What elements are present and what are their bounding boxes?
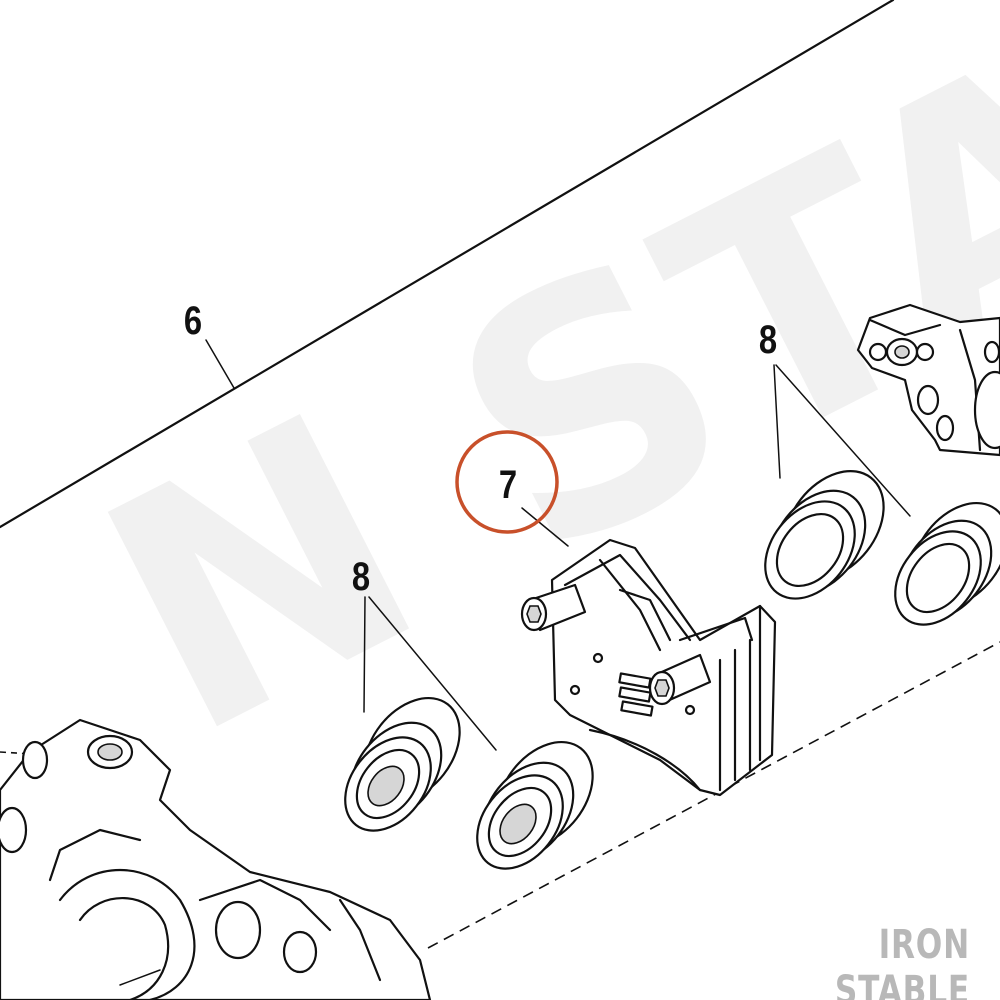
leader-7	[521, 507, 569, 547]
callout-8-left: 8	[352, 554, 370, 599]
leader-8a-2	[368, 596, 497, 751]
callout-6: 6	[184, 298, 202, 343]
leader-8a-1	[363, 596, 366, 713]
leader-6	[205, 339, 235, 389]
leader-8b-2	[775, 364, 911, 517]
watermark: N STAB	[51, 0, 1000, 809]
piston-1	[344, 696, 461, 832]
piston-4	[894, 501, 1000, 626]
caliper-housing-right	[856, 303, 1000, 457]
watermark-text: N STAB	[51, 0, 1000, 809]
caliper-housing-left	[0, 718, 432, 1000]
brand-logo-text: IRON STABLE	[834, 922, 970, 1000]
dashed-axis-line	[427, 641, 1000, 949]
brake-pad-assembly	[520, 538, 777, 797]
piston-3	[764, 470, 885, 600]
callout-8-right: 8	[759, 317, 777, 362]
piston-2	[476, 740, 594, 870]
highlight-ring	[455, 430, 559, 534]
pad-pin-bolt-lower	[648, 653, 712, 706]
callout-7: 7	[499, 462, 517, 507]
leader-8b-1	[773, 364, 781, 479]
pad-pin-bolt-upper	[520, 583, 587, 632]
assembly-boundary-line	[0, 0, 895, 529]
